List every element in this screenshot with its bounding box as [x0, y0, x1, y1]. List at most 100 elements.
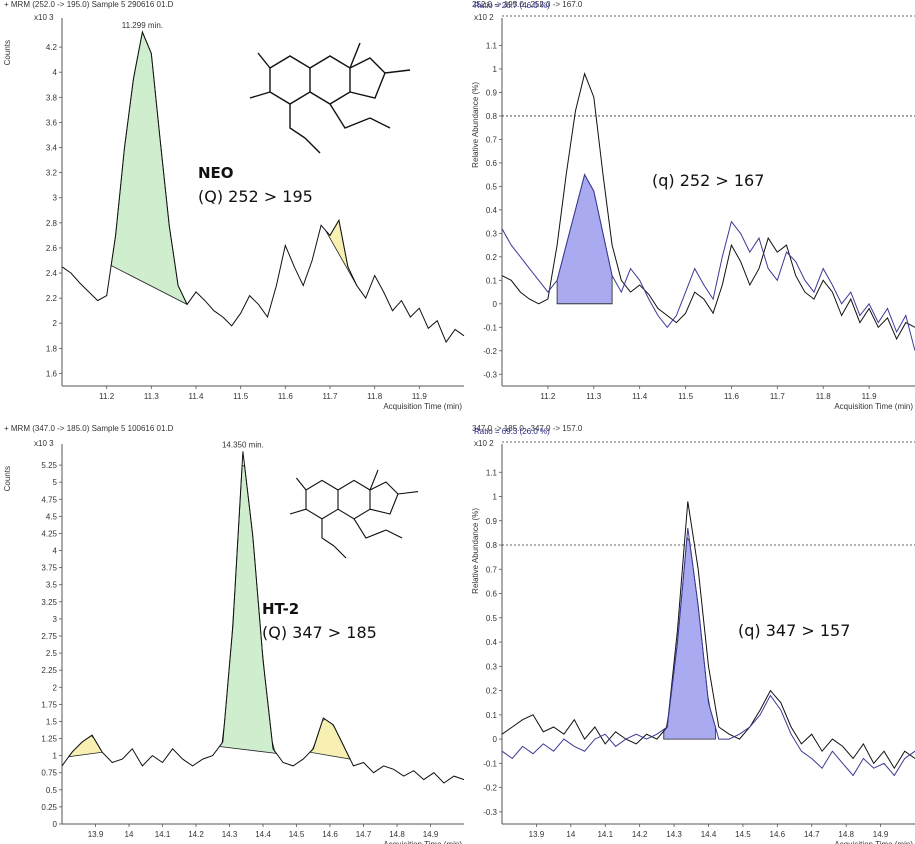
y-tick-label: 0.9: [486, 517, 498, 526]
x-tick-label: 11.4: [189, 392, 205, 401]
y-tick-label: -0.2: [483, 347, 497, 356]
y-tick-label: 4: [53, 68, 58, 77]
x-tick-label: 14.4: [701, 830, 717, 839]
y-tick-label: 0.75: [41, 769, 57, 778]
y-tick-label: 0: [53, 820, 58, 829]
chart-header: 347.0 -> 185.0 , 347.0 -> 157.0: [472, 424, 583, 433]
y-tick-label: 2.4: [46, 269, 58, 278]
x-tick-label: 14: [566, 830, 575, 839]
y-tick-label: 0.6: [486, 590, 498, 599]
y-tick-label: 2.6: [46, 244, 58, 253]
y-axis-label: Counts: [3, 40, 12, 65]
y-scale-label: x10 2: [474, 439, 494, 448]
x-tick-label: 14.2: [632, 830, 648, 839]
transition-label: (Q) 252 > 195: [198, 187, 313, 206]
y-tick-label: 3: [53, 615, 58, 624]
chart-neo-quantifier: x10 3Counts1.61.822.22.42.62.833.23.43.6…: [3, 13, 465, 411]
y-tick-label: -0.2: [483, 784, 497, 793]
x-tick-label: 14.3: [222, 830, 238, 839]
x-tick-label: 14.6: [322, 830, 338, 839]
x-tick-label: 11.9: [412, 392, 428, 401]
x-axis-label: Acquisition Time (min): [383, 402, 462, 411]
y-tick-label: 1: [493, 493, 498, 502]
y-tick-label: 2.8: [46, 219, 58, 228]
transition-label: (q) 252 > 167: [652, 171, 764, 190]
x-axis-label: Acquisition Time (min): [834, 402, 913, 411]
x-tick-label: 14.7: [356, 830, 372, 839]
transition-label: (Q) 347 > 185: [262, 623, 377, 642]
chart-header: + MRM (347.0 -> 185.0) Sample 5 100616 0…: [4, 424, 174, 433]
y-tick-label: 4: [53, 547, 58, 556]
ratio-label: Ratio = 26.7 (46.0 %): [474, 1, 550, 10]
y-tick-label: 3.75: [41, 564, 57, 573]
chemical-structure-image: [249, 42, 411, 154]
y-tick-label: 1.75: [41, 700, 57, 709]
y-tick-label: 0.5: [46, 786, 58, 795]
y-tick-label: 2.25: [41, 666, 57, 675]
transition-label: (q) 347 > 157: [738, 621, 850, 640]
y-tick-label: 5: [53, 478, 58, 487]
y-tick-label: 3: [53, 194, 58, 203]
y-tick-label: 0.4: [486, 638, 498, 647]
y-tick-label: 0: [493, 300, 498, 309]
ratio-label: Ratio = 69.3 (26.0 %): [474, 427, 550, 436]
x-tick-label: 11.9: [862, 392, 878, 401]
peak-time-label: 14.350 min.: [222, 440, 264, 449]
y-tick-label: -0.1: [483, 323, 497, 332]
y-tick-label: 1.1: [486, 41, 498, 50]
y-tick-label: 0.7: [486, 565, 498, 574]
x-tick-label: 11.5: [233, 392, 249, 401]
x-tick-label: 11.8: [367, 392, 383, 401]
y-tick-label: 2: [53, 319, 58, 328]
y-tick-label: 0.6: [486, 159, 498, 168]
y-tick-label: 0.3: [486, 229, 498, 238]
y-tick-label: 4.2: [46, 43, 58, 52]
x-tick-label: 11.6: [278, 392, 294, 401]
x-tick-label: 14.9: [873, 830, 889, 839]
series-line: [61, 30, 465, 344]
y-tick-label: 1.5: [46, 717, 58, 726]
y-tick-label: 2: [53, 683, 58, 692]
x-tick-label: 14.1: [597, 830, 613, 839]
x-tick-label: 11.5: [678, 392, 694, 401]
y-axis-label: Relative Abundance (%): [471, 82, 480, 168]
y-tick-label: 4.5: [46, 512, 58, 521]
x-tick-label: 11.3: [586, 392, 602, 401]
x-tick-label: 11.7: [770, 392, 786, 401]
shaded-peak-area: [68, 735, 103, 759]
x-tick-label: 14.9: [423, 830, 439, 839]
y-tick-label: 0.9: [486, 88, 498, 97]
x-tick-label: 14.4: [255, 830, 271, 839]
y-axis-label: Relative Abundance (%): [471, 508, 480, 594]
y-tick-label: 0.25: [41, 803, 57, 812]
x-tick-label: 14.3: [666, 830, 682, 839]
y-tick-label: 2.75: [41, 632, 57, 641]
x-axis-label: Acquisition Time (min): [834, 840, 913, 844]
shaded-peak-area: [663, 536, 716, 740]
y-tick-label: 0.8: [486, 112, 498, 121]
y-tick-label: -0.3: [483, 370, 497, 379]
chart-header: + MRM (252.0 -> 195.0) Sample 5 290616 0…: [4, 0, 174, 9]
x-tick-label: 14.6: [770, 830, 786, 839]
x-tick-label: 13.9: [529, 830, 545, 839]
series-line: [501, 72, 915, 341]
x-tick-label: 14.8: [389, 830, 405, 839]
x-tick-label: 11.4: [632, 392, 648, 401]
y-tick-label: 1.6: [46, 369, 58, 378]
y-tick-label: 0.8: [486, 541, 498, 550]
x-tick-label: 14.5: [289, 830, 305, 839]
y-tick-label: 0.2: [486, 253, 498, 262]
y-tick-label: 3.6: [46, 118, 58, 127]
y-tick-label: 3.25: [41, 598, 57, 607]
x-tick-label: 14.7: [804, 830, 820, 839]
y-tick-label: 4.25: [41, 529, 57, 538]
x-tick-label: 11.2: [540, 392, 556, 401]
x-axis-label: Acquisition Time (min): [383, 840, 462, 844]
y-tick-label: 0: [493, 735, 498, 744]
series-line: [501, 501, 915, 770]
y-tick-label: 4.75: [41, 495, 57, 504]
chart-panel-ht2-quantifier: + MRM (347.0 -> 185.0) Sample 5 100616 0…: [0, 424, 466, 844]
